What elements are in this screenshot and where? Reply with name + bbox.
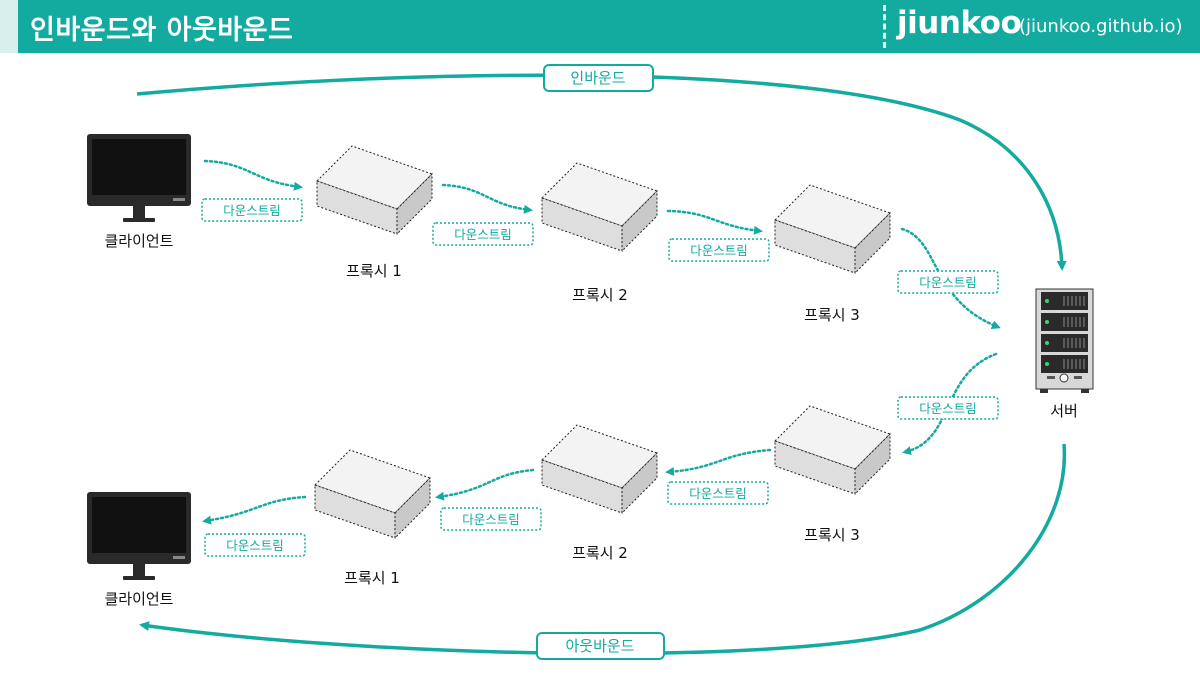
client-monitor-icon <box>87 492 191 580</box>
header-divider <box>883 5 886 48</box>
svg-text:다운스트림: 다운스트림 <box>689 486 747 501</box>
header-accent-strip <box>0 0 18 53</box>
bottom-flow-arrow-4 <box>202 495 307 525</box>
svg-text:인바운드: 인바운드 <box>570 69 625 87</box>
proxy-2-label-bottom: 프록시 2 <box>572 544 628 562</box>
top-downstream-label-3: 다운스트림 <box>668 238 770 262</box>
proxy-3-label-bottom: 프록시 3 <box>804 526 860 544</box>
bottom-flow-arrow-2 <box>665 448 772 477</box>
proxy-1-label-top: 프록시 1 <box>346 262 402 280</box>
inbound-arc <box>136 73 1067 271</box>
bottom-downstream-label-4: 다운스트림 <box>204 533 306 557</box>
top-flow-arrow-3 <box>666 209 763 235</box>
proxy-2-bottom-box <box>541 424 658 514</box>
top-downstream-label-1: 다운스트림 <box>201 198 303 222</box>
server-icon <box>1035 288 1094 393</box>
svg-text:다운스트림: 다운스트림 <box>223 203 281 218</box>
proxy-1-top-box <box>316 145 433 235</box>
bottom-downstream-label-2: 다운스트림 <box>667 481 769 505</box>
svg-text:다운스트림: 다운스트림 <box>690 243 748 258</box>
bottom-downstream-label-3: 다운스트림 <box>440 507 542 531</box>
proxy-2-top-box <box>541 162 658 252</box>
bottom-flow-arrow-3 <box>435 468 535 501</box>
inbound-label: 인바운드 <box>543 64 654 92</box>
svg-text:아웃바운드: 아웃바운드 <box>565 637 634 655</box>
svg-text:다운스트림: 다운스트림 <box>462 512 520 527</box>
top-flow-arrow-2 <box>441 183 533 214</box>
top-downstream-label-2: 다운스트림 <box>432 222 534 246</box>
proxy-3-bottom-box <box>774 405 891 495</box>
top-downstream-label-4: 다운스트림 <box>897 270 999 294</box>
header-bar: 인바운드와 아웃바운드 jiunkoo (jiunkoo.github.io) <box>0 0 1200 53</box>
server-label: 서버 <box>1050 402 1078 420</box>
top-flow-arrow-4 <box>900 227 1001 329</box>
proxy-1-bottom-box <box>314 449 431 539</box>
svg-text:다운스트림: 다운스트림 <box>454 227 512 242</box>
proxy-2-label-top: 프록시 2 <box>572 286 628 304</box>
svg-text:다운스트림: 다운스트림 <box>919 401 977 416</box>
bottom-downstream-label-1: 다운스트림 <box>897 396 999 420</box>
brand-url: (jiunkoo.github.io) <box>1019 16 1183 37</box>
proxy-3-label-top: 프록시 3 <box>804 306 860 324</box>
page-title: 인바운드와 아웃바운드 <box>30 15 294 46</box>
svg-text:다운스트림: 다운스트림 <box>919 275 977 290</box>
proxy-3-top-box <box>774 184 891 274</box>
outbound-label: 아웃바운드 <box>536 632 665 660</box>
top-flow-arrow-1 <box>203 159 303 191</box>
brand-name: jiunkoo <box>897 5 1022 41</box>
svg-text:다운스트림: 다운스트림 <box>226 538 284 553</box>
client-label-top: 클라이언트 <box>104 232 173 250</box>
client-label-bottom: 클라이언트 <box>104 590 173 608</box>
client-monitor-icon <box>87 134 191 222</box>
outbound-arc <box>139 443 1067 656</box>
proxy-1-label-bottom: 프록시 1 <box>344 569 400 587</box>
